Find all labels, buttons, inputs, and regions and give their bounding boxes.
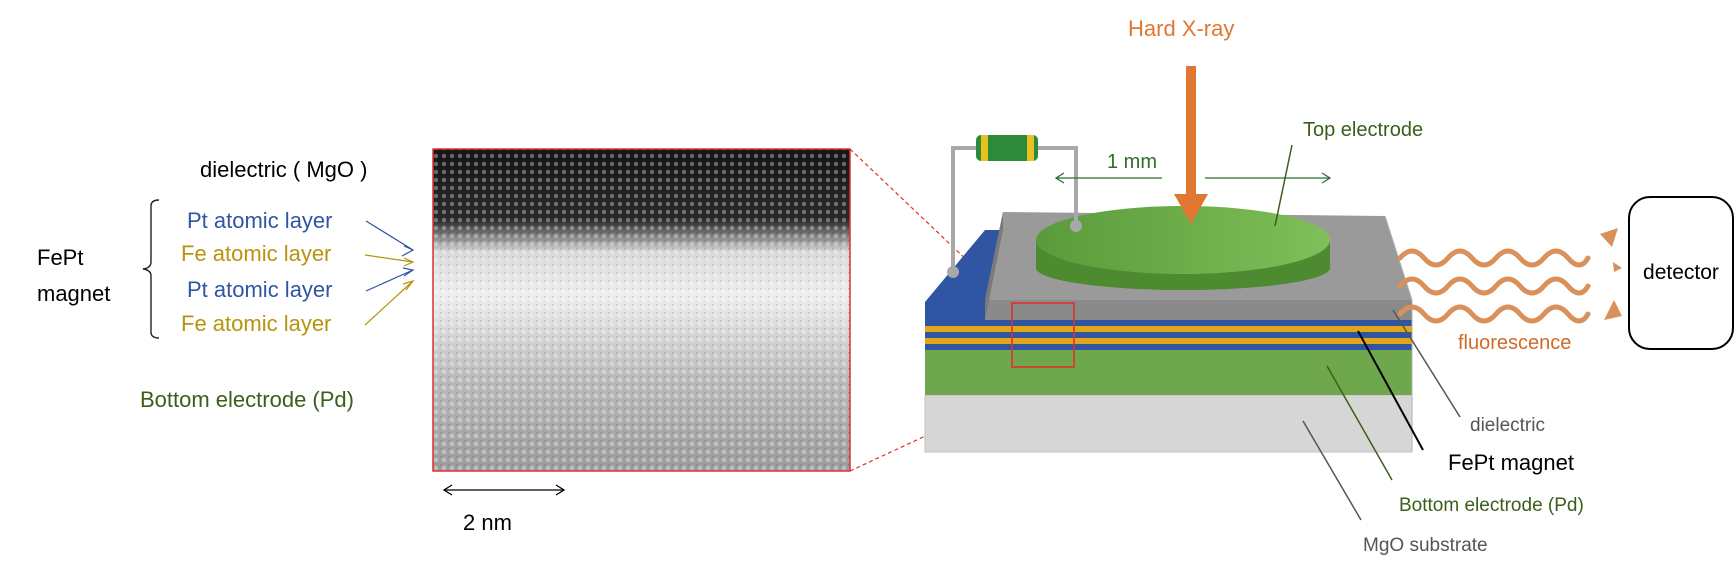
pt-atomic-layer-label-1: Pt atomic layer: [187, 208, 333, 233]
fept-magnet-label-line2: magnet: [37, 281, 111, 306]
bottom-electrode-pd-label-device: Bottom electrode (Pd): [1399, 495, 1584, 516]
scale-bar: [442, 484, 566, 496]
size-1mm-label: 1 mm: [1107, 151, 1157, 173]
fluorescence-arrowheads: [1600, 228, 1622, 320]
size-arrows: [1054, 172, 1332, 184]
layer-leader-lines: [364, 220, 415, 326]
fluorescence-waves: [1397, 248, 1591, 324]
stem-image: [432, 148, 851, 472]
fluorescence-label: fluorescence: [1458, 332, 1572, 354]
dielectric-label-device: dielectric: [1470, 415, 1545, 436]
fept-magnet-label-line1: FePt: [37, 245, 84, 270]
top-electrode-label: Top electrode: [1303, 119, 1424, 141]
detector-label: detector: [1643, 261, 1719, 284]
bottom-electrode-pd-label-left: Bottom electrode (Pd): [140, 387, 354, 412]
resistor-circuit: [947, 135, 1082, 278]
device-stack: [924, 206, 1413, 453]
device-leader-lines: [1274, 144, 1461, 521]
dielectric-mgo-label: dielectric ( MgO ): [200, 157, 368, 182]
pt-atomic-layer-label-2: Pt atomic layer: [187, 277, 333, 302]
detector-box: detector: [1628, 196, 1734, 350]
fept-magnet-label-device: FePt magnet: [1448, 450, 1574, 475]
fept-bracket: [142, 199, 160, 339]
zoom-region-box: [1011, 302, 1075, 368]
fe-atomic-layer-label-2: Fe atomic layer: [181, 311, 332, 336]
fe-atomic-layer-label-1: Fe atomic layer: [181, 241, 332, 266]
scale-bar-label: 2 nm: [463, 510, 512, 535]
xray-arrow: [1174, 66, 1208, 224]
mgo-substrate-label: MgO substrate: [1363, 535, 1488, 556]
hard-xray-label: Hard X-ray: [1128, 16, 1235, 41]
